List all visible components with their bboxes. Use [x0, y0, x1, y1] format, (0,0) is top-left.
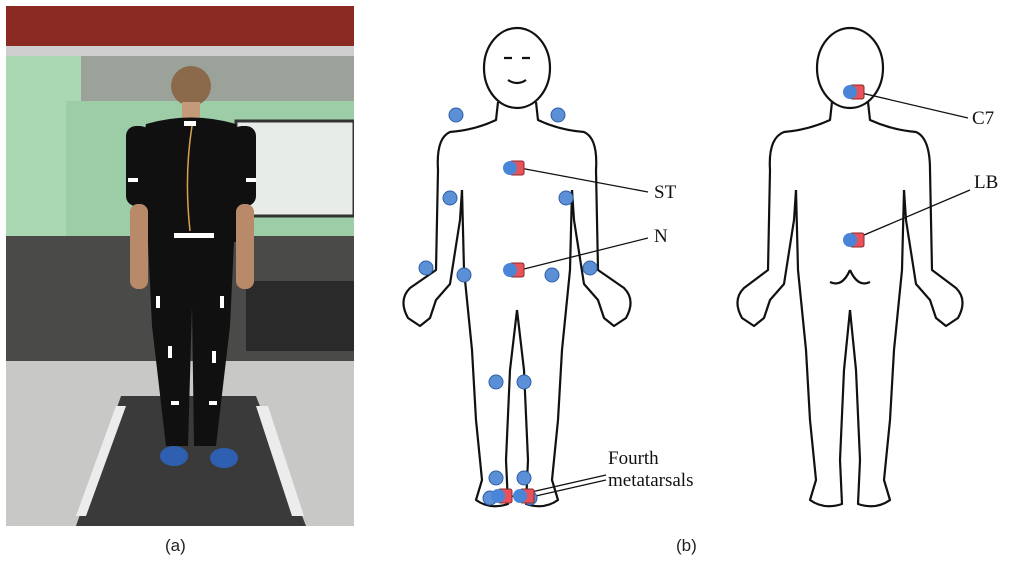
marker-dot — [489, 375, 503, 389]
imu-sensor — [513, 489, 534, 503]
marker-dot — [583, 261, 597, 275]
label-fourth: Fourth — [608, 448, 659, 469]
imu-sensor — [503, 263, 524, 277]
marker-dot — [449, 108, 463, 122]
label-lb: LB — [974, 172, 998, 193]
label-metatarsals: metatarsals — [608, 470, 693, 491]
marker-dot — [559, 191, 573, 205]
label-c7: C7 — [972, 108, 994, 129]
marker-dot — [443, 191, 457, 205]
caption-a: (a) — [165, 536, 186, 556]
imu-sensor — [843, 85, 864, 99]
marker-dot — [545, 268, 559, 282]
body-back — [737, 28, 962, 506]
marker-dot — [419, 261, 433, 275]
sensor-placement-diagram: ST N C7 LB Fourth metatarsals — [380, 20, 1000, 520]
imu-sensor — [503, 161, 524, 175]
marker-dot — [489, 471, 503, 485]
marker-dot — [517, 375, 531, 389]
label-st: ST — [654, 182, 677, 203]
marker-dot — [457, 268, 471, 282]
marker-dot — [517, 471, 531, 485]
label-n: N — [654, 226, 668, 247]
marker-dot — [551, 108, 565, 122]
imu-sensors — [491, 85, 864, 503]
subject-photo — [6, 6, 354, 526]
imu-sensor — [843, 233, 864, 247]
caption-b: (b) — [676, 536, 697, 556]
imu-sensor — [491, 489, 512, 503]
